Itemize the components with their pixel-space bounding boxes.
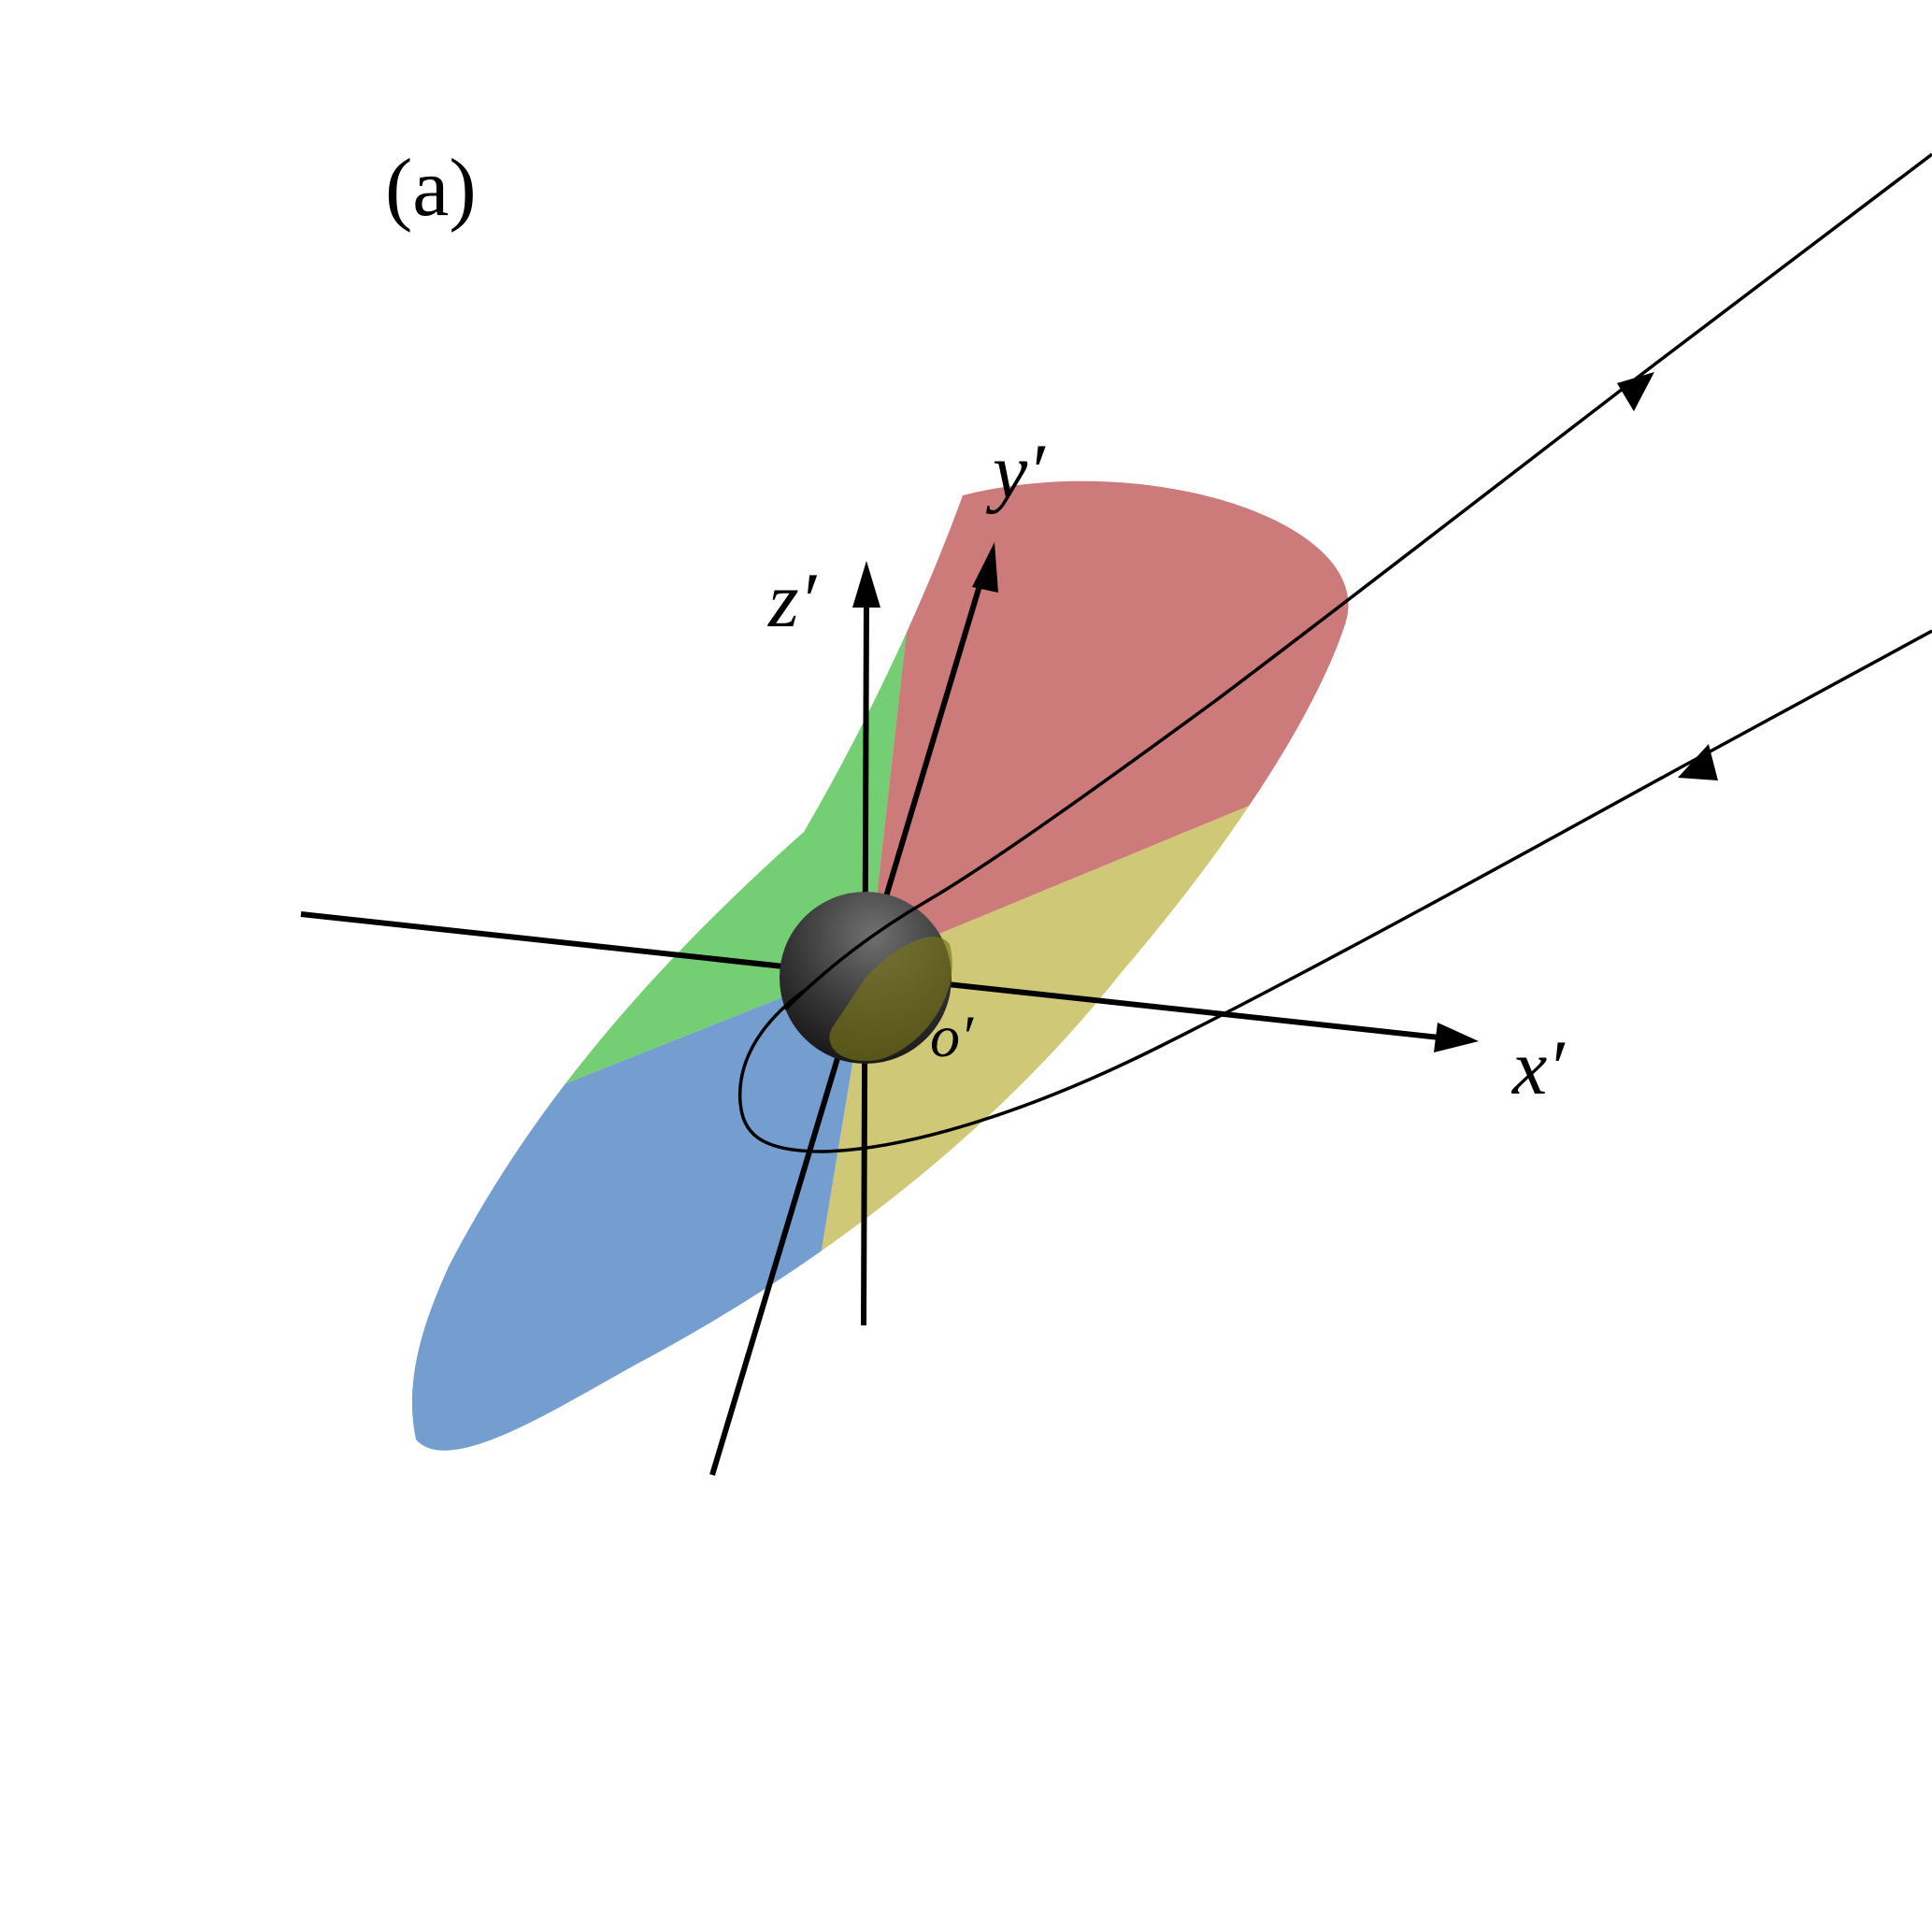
y-axis-arrowhead: [972, 542, 998, 593]
disk-quadrant-blue: [411, 963, 869, 1451]
origin-label: o′: [930, 1003, 974, 1069]
z-axis-arrowhead: [852, 561, 880, 608]
panel-label: (a): [385, 143, 477, 234]
trajectory-lower-arrow: [1678, 744, 1718, 780]
trajectory-upper-arrow: [1617, 372, 1654, 411]
y-axis-label: y′: [985, 428, 1046, 515]
central-sphere: [780, 892, 952, 1064]
z-axis-label: z′: [767, 557, 818, 644]
trajectory-upper: [783, 152, 1932, 1011]
x-axis-arrowhead: [1434, 1023, 1479, 1052]
disk-quadrant-red: [869, 480, 1349, 963]
trajectory-lower: [737, 629, 1932, 1153]
x-axis-label: x′: [1510, 1024, 1566, 1111]
